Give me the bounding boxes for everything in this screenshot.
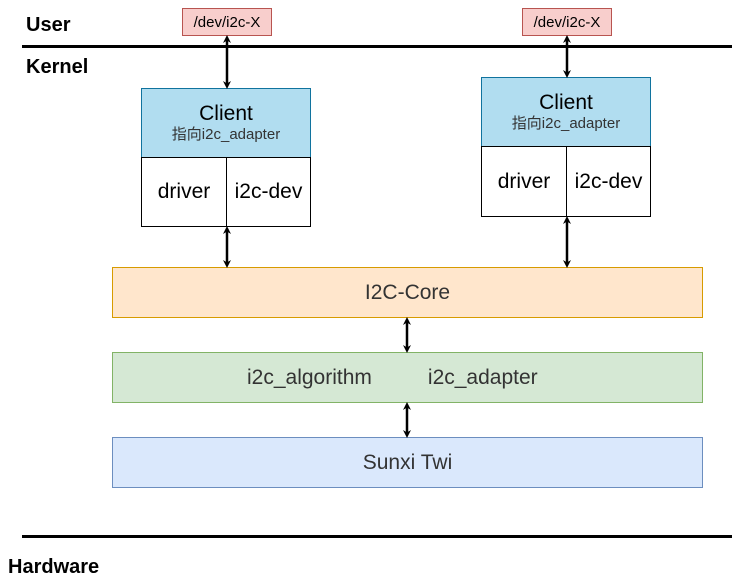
- kernel-hardware-separator: [22, 535, 732, 538]
- client-right-subtitle: 指向i2c_adapter: [511, 115, 621, 132]
- sunxi-twi-block: Sunxi Twi: [112, 437, 703, 488]
- client-right-title: Client: [539, 91, 593, 114]
- user-layer-label: User: [26, 14, 71, 36]
- algorithm-label: i2c_algorithm: [247, 365, 372, 389]
- client-left-header: Client 指向i2c_adapter: [141, 88, 311, 158]
- hardware-layer-label: Hardware: [8, 556, 100, 578]
- client-left-i2c-dev: i2c-dev: [226, 157, 311, 227]
- dev-node-left: /dev/i2c-X: [182, 8, 272, 36]
- adapter-label: i2c_adapter: [427, 365, 538, 389]
- client-right-header: Client 指向i2c_adapter: [481, 77, 651, 147]
- algorithm-adapter-block: i2c_algorithm i2c_adapter: [112, 352, 703, 403]
- client-left-subtitle: 指向i2c_adapter: [171, 126, 281, 143]
- user-kernel-separator: [22, 45, 732, 48]
- kernel-layer-label: Kernel: [26, 56, 89, 78]
- i2c-core-block: I2C-Core: [112, 267, 703, 318]
- client-right-driver: driver: [481, 146, 567, 217]
- client-right-i2c-dev: i2c-dev: [566, 146, 651, 217]
- dev-node-right: /dev/i2c-X: [522, 8, 612, 36]
- client-left-title: Client: [199, 102, 253, 125]
